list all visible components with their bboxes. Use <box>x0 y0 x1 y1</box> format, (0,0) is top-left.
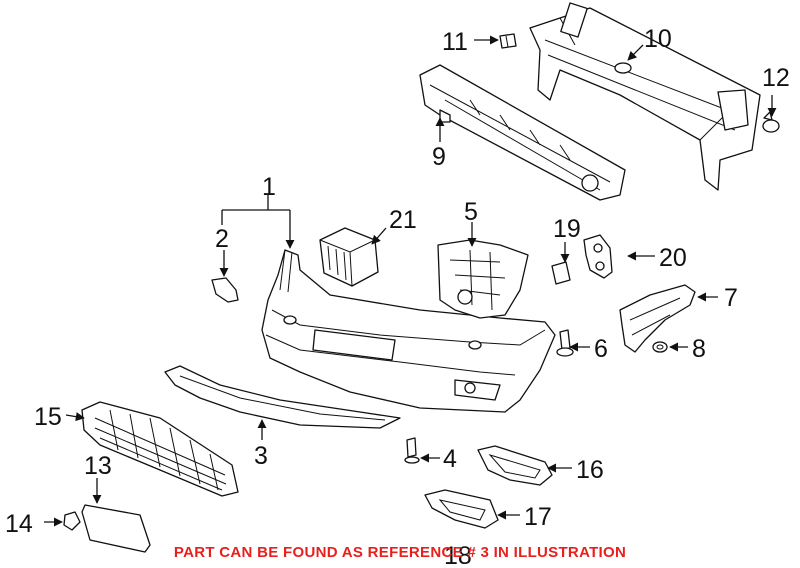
callout-7: 7 <box>724 284 738 312</box>
part-15-grille <box>81 401 239 497</box>
callout-19: 19 <box>553 215 581 243</box>
part-2-clip <box>211 277 239 303</box>
callout-8: 8 <box>692 335 706 363</box>
callout-21: 21 <box>389 206 417 234</box>
part-6-screw <box>556 329 574 357</box>
part-3-spoiler <box>164 365 401 429</box>
reference-notice: PART CAN BE FOUND AS REFERENCE # 3 IN IL… <box>174 544 626 561</box>
callout-3: 3 <box>254 442 268 470</box>
part-11-bolt <box>499 33 517 49</box>
callout-9: 9 <box>432 143 446 171</box>
part-16-trim <box>477 445 553 486</box>
part-14-clip <box>63 511 81 531</box>
callout-numbers: 1 2 3 4 5 6 7 8 9 10 11 12 13 14 15 16 1… <box>5 25 790 568</box>
callout-6: 6 <box>594 335 608 363</box>
callout-14: 14 <box>5 510 33 538</box>
callout-12: 12 <box>762 64 790 92</box>
callout-2: 2 <box>215 225 229 253</box>
part-12-bolt <box>762 111 780 133</box>
callout-11: 11 <box>442 28 468 56</box>
callout-15: 15 <box>34 403 62 431</box>
part-4-screw <box>404 437 420 464</box>
callout-10: 10 <box>644 25 672 53</box>
callout-17: 17 <box>524 503 552 531</box>
part-7-guide <box>619 284 696 353</box>
callout-5: 5 <box>464 198 478 226</box>
part-21-module <box>319 227 379 287</box>
part-1-bumper-cover <box>261 249 556 413</box>
part-13-plate <box>81 504 151 553</box>
part-5-bracket <box>437 239 529 319</box>
callout-13: 13 <box>84 452 112 480</box>
leader-lines <box>44 35 777 527</box>
part-19-sensor <box>551 261 571 285</box>
callout-16: 16 <box>576 456 604 484</box>
callout-1: 1 <box>262 173 276 201</box>
part-20-bracket <box>583 234 613 279</box>
callout-4: 4 <box>443 445 457 473</box>
callout-18: 18 <box>444 542 472 568</box>
part-8-nut <box>652 341 668 353</box>
callout-20: 20 <box>659 244 687 272</box>
part-17-trim <box>424 489 499 529</box>
part-10-reinforcement <box>529 2 761 191</box>
part-9-absorber <box>419 64 626 201</box>
